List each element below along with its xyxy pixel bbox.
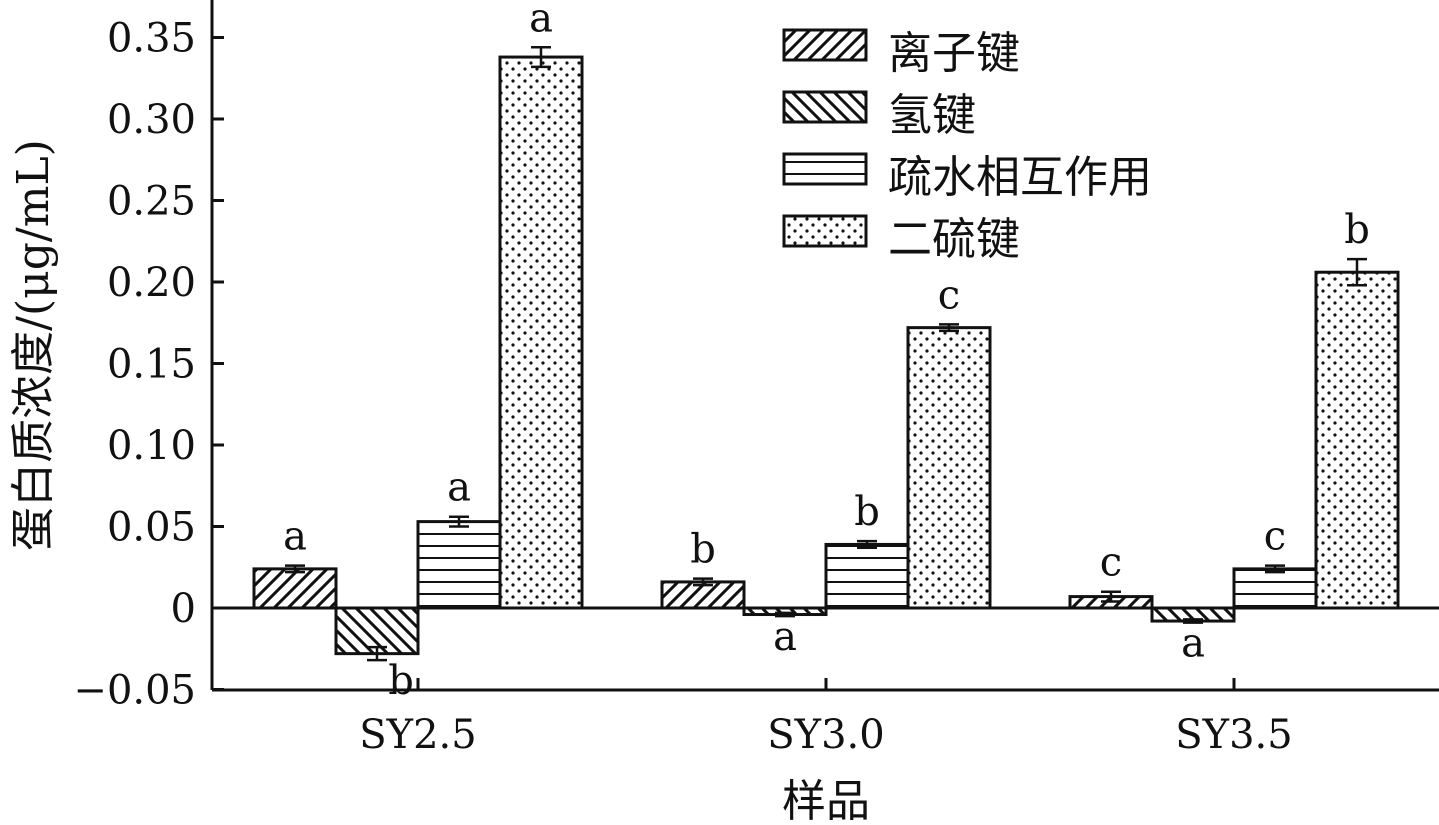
bar <box>1314 270 1400 610</box>
bar <box>1232 567 1318 610</box>
legend-label: 疏水相互作用 <box>888 152 1152 203</box>
significance-label: c <box>1100 540 1122 586</box>
x-tick-label: SY3.5 <box>1175 712 1292 758</box>
significance-label: a <box>447 465 471 511</box>
bar <box>334 606 420 656</box>
x-axis-title: 样品 <box>782 776 870 825</box>
y-tick-label: 0.25 <box>107 179 196 225</box>
bar <box>824 542 910 610</box>
significance-label: b <box>854 489 880 535</box>
legend-label: 氢键 <box>888 90 976 141</box>
y-axis-title: 蛋白质浓度/(μg/mL) <box>8 139 59 551</box>
y-tick-label: 0.15 <box>107 342 196 388</box>
error-bars <box>285 46 1367 662</box>
legend-swatch <box>782 90 868 124</box>
y-ticks: −0.05 0 0.05 0.10 0.15 0.20 0.25 0.30 0.35 <box>73 16 224 714</box>
significance-label: c <box>938 272 960 318</box>
y-tick-label: 0.30 <box>107 97 196 143</box>
significance-label: b <box>1344 207 1370 253</box>
significance-label: b <box>388 658 414 704</box>
y-tick-label: −0.05 <box>73 668 196 714</box>
significance-label: a <box>529 0 553 41</box>
bars <box>252 55 1400 656</box>
y-tick-label: 0.20 <box>107 260 196 306</box>
bar <box>906 326 992 610</box>
x-ticks: SY2.5 SY3.0 SY3.5 <box>359 678 1293 758</box>
significance-label: a <box>283 514 307 560</box>
x-tick-label: SY3.0 <box>767 712 884 758</box>
legend-swatch <box>782 214 868 248</box>
bar <box>416 520 502 610</box>
y-tick-label: 0.05 <box>107 505 196 551</box>
bar <box>252 567 338 610</box>
y-tick-label: 0.35 <box>107 16 196 62</box>
y-tick-label: 0 <box>171 586 196 632</box>
legend-label: 离子键 <box>888 28 1020 79</box>
significance-label: a <box>1181 621 1205 667</box>
significance-label: b <box>690 527 716 573</box>
significance-labels: a b c b a a a b c a c b <box>283 0 1370 704</box>
significance-label: a <box>773 614 797 660</box>
legend-swatch <box>782 152 868 186</box>
bar <box>498 55 584 610</box>
significance-label: c <box>1264 514 1286 560</box>
y-tick-label: 0.10 <box>107 423 196 469</box>
legend-label: 二硫键 <box>888 214 1020 265</box>
x-tick-label: SY2.5 <box>359 712 476 758</box>
legend-swatch <box>782 28 868 62</box>
